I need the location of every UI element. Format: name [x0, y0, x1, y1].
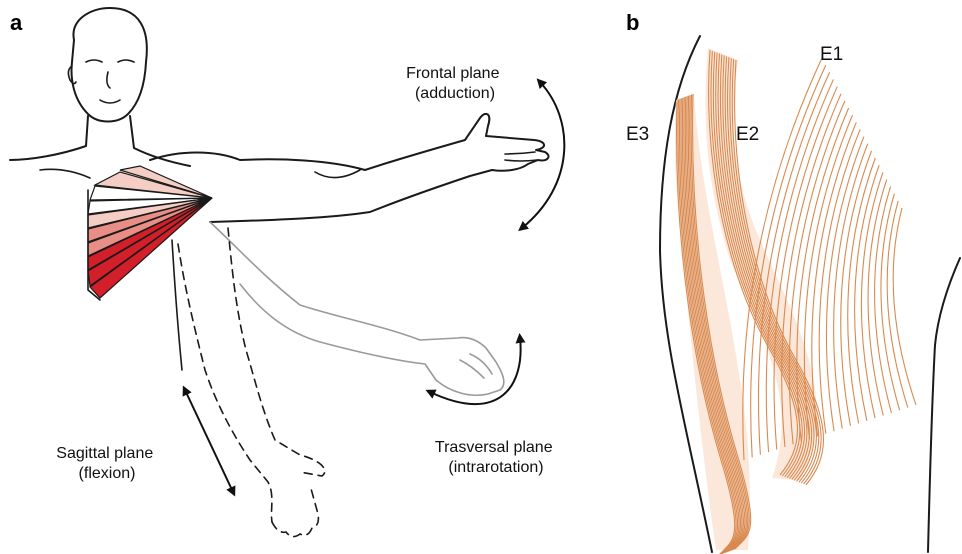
tape-e1 [743, 58, 916, 460]
body-outline-right [928, 258, 960, 552]
panel-a: a [10, 8, 564, 537]
pectoral-muscle [88, 166, 212, 300]
tape-fiber [819, 129, 860, 433]
flexed-arm [178, 228, 325, 537]
frontal-plane-arrow [522, 82, 564, 228]
sagittal-plane-label: Sagittal plane (flexion) [56, 445, 157, 482]
transversal-plane-label: Trasversal plane (intrarotation) [435, 439, 557, 476]
frontal-plane-label: Frontal plane (adduction) [406, 65, 504, 102]
panel-b: b E1 E2 E3 [626, 10, 960, 554]
tape-fiber [826, 137, 863, 432]
panel-b-letter: b [626, 10, 639, 35]
tape-fiber [893, 208, 916, 405]
head [10, 8, 190, 178]
tape-fiber [861, 172, 883, 418]
rotated-arm [210, 222, 504, 395]
bundle-label-e3: E3 [626, 124, 649, 145]
tape-fiber [875, 187, 892, 413]
panel-a-letter: a [10, 10, 23, 35]
tape-fiber [834, 144, 868, 429]
bundle-label-e2: E2 [736, 124, 759, 145]
raised-arm [150, 114, 549, 222]
sagittal-plane-arrow [185, 390, 233, 492]
bundle-label-e1: E1 [820, 44, 843, 65]
